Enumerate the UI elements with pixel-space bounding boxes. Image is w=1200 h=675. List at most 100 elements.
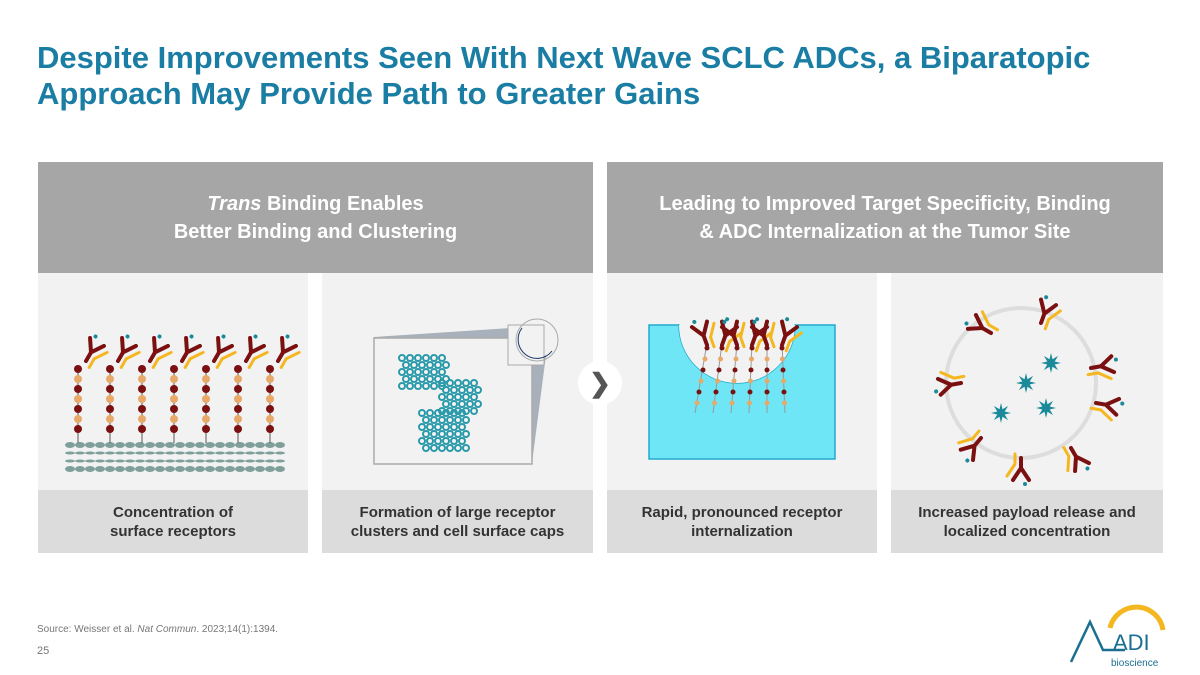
- receptor-cluster: [418, 375, 426, 383]
- header-text: & ADC Internalization at the Tumor Site: [699, 220, 1071, 243]
- antibody-gold: [939, 370, 966, 380]
- antibody-gold: [769, 321, 776, 349]
- receptor-cluster: [430, 416, 438, 424]
- receptor-domain: [106, 415, 114, 423]
- receptor-domain: [106, 385, 114, 393]
- antibody: [1089, 396, 1125, 422]
- receptor-domain: [266, 425, 274, 433]
- membrane-lipid: [185, 466, 195, 472]
- payload-dot: [692, 319, 697, 324]
- receptor-cluster: [462, 444, 470, 452]
- caption-text: internalization: [691, 522, 793, 540]
- receptor-domain: [138, 405, 146, 413]
- receptor-domain: [74, 375, 82, 383]
- antibody-dark: [1011, 456, 1031, 482]
- receptor-domain: [74, 425, 82, 433]
- membrane-lipid: [105, 442, 115, 448]
- receptor-cluster: [446, 416, 454, 424]
- receptor-cluster: [474, 400, 482, 408]
- receptor-cluster: [398, 368, 406, 376]
- receptor-domain: [718, 356, 723, 362]
- membrane-lipid: [115, 451, 125, 455]
- membrane-lipid: [65, 451, 75, 455]
- membrane-lipid: [125, 466, 135, 472]
- receptor-cluster: [430, 444, 438, 452]
- membrane-lipid: [135, 451, 145, 455]
- receptor-cluster: [466, 386, 474, 394]
- receptor-cluster: [430, 368, 438, 376]
- receptor-domain: [170, 405, 178, 413]
- header-text: Binding Enables: [261, 192, 424, 215]
- receptor-domain: [694, 400, 700, 406]
- membrane-lipid: [275, 442, 285, 448]
- receptor-domain: [202, 425, 210, 433]
- receptor-cluster: [438, 368, 446, 376]
- receptor-cluster: [458, 437, 466, 445]
- receptor-domain: [764, 378, 770, 384]
- receptor-cluster: [418, 361, 426, 369]
- page-title: Despite Improvements Seen With Next Wave…: [37, 40, 1091, 111]
- receptor-cluster: [418, 437, 426, 445]
- receptor-cluster: [450, 437, 458, 445]
- membrane-lipid: [85, 451, 95, 455]
- receptor-cluster: [426, 409, 434, 417]
- receptor-domain: [234, 385, 242, 393]
- caption-text: localized concentration: [943, 522, 1111, 540]
- payload-star-icon: [1016, 373, 1036, 393]
- receptor-domain: [138, 415, 146, 423]
- header-italic: Trans: [207, 192, 262, 215]
- receptor-domain: [764, 345, 770, 351]
- antibody: [276, 334, 301, 369]
- antibody-dark: [719, 319, 739, 347]
- receptor-domain: [202, 415, 210, 423]
- header-text: Better Binding and Clustering: [173, 220, 458, 243]
- receptor-cluster: [462, 379, 470, 387]
- receptor-cluster: [454, 444, 462, 452]
- membrane-lipid: [95, 466, 105, 472]
- payload-dot: [964, 321, 969, 326]
- antibody-dark: [965, 313, 993, 335]
- membrane-lipid: [75, 451, 85, 455]
- antibody: [116, 334, 141, 369]
- membrane-lipid: [175, 442, 185, 448]
- receptor-cluster: [414, 382, 422, 390]
- receptor-cluster: [434, 375, 442, 383]
- antibody: [148, 334, 173, 369]
- receptor-cluster: [474, 386, 482, 394]
- membrane-lipid: [235, 442, 245, 448]
- receptor-domain: [782, 400, 787, 406]
- payload-dot: [221, 334, 226, 339]
- receptor-domain: [138, 385, 146, 393]
- receptor-cluster: [410, 375, 418, 383]
- membrane-lipid: [235, 466, 245, 472]
- membrane-lipid: [255, 451, 265, 455]
- receptor-domain: [704, 345, 710, 351]
- zoom-circle: [515, 318, 559, 362]
- membrane-lipid: [115, 442, 125, 448]
- payload-dot: [93, 334, 98, 339]
- membrane-lipid: [115, 459, 125, 463]
- payload-dot: [725, 317, 730, 322]
- caption-text: Rapid, pronounced receptor: [641, 503, 843, 521]
- receptor-cluster: [434, 423, 442, 431]
- membrane-lipid: [115, 466, 125, 472]
- antibody-gold: [279, 350, 301, 369]
- membrane-lipid: [145, 451, 155, 455]
- payload-dot: [965, 458, 970, 463]
- receptor-domain: [266, 405, 274, 413]
- membrane-lipid: [135, 466, 145, 472]
- antibody-gold: [1005, 452, 1017, 478]
- receptor-domain: [74, 405, 82, 413]
- cell-cap-icon: [517, 327, 553, 359]
- membrane-lipid: [175, 466, 185, 472]
- receptor-domain: [234, 375, 242, 383]
- receptor-domain: [747, 389, 753, 395]
- membrane-lipid: [195, 466, 205, 472]
- payload-dot: [1120, 401, 1125, 406]
- membrane-lipid: [245, 442, 255, 448]
- caption-text: surface receptors: [110, 522, 236, 540]
- membrane-lipid: [205, 442, 215, 448]
- membrane-lipid: [215, 459, 225, 463]
- caption-text: Increased payload release and: [918, 503, 1136, 521]
